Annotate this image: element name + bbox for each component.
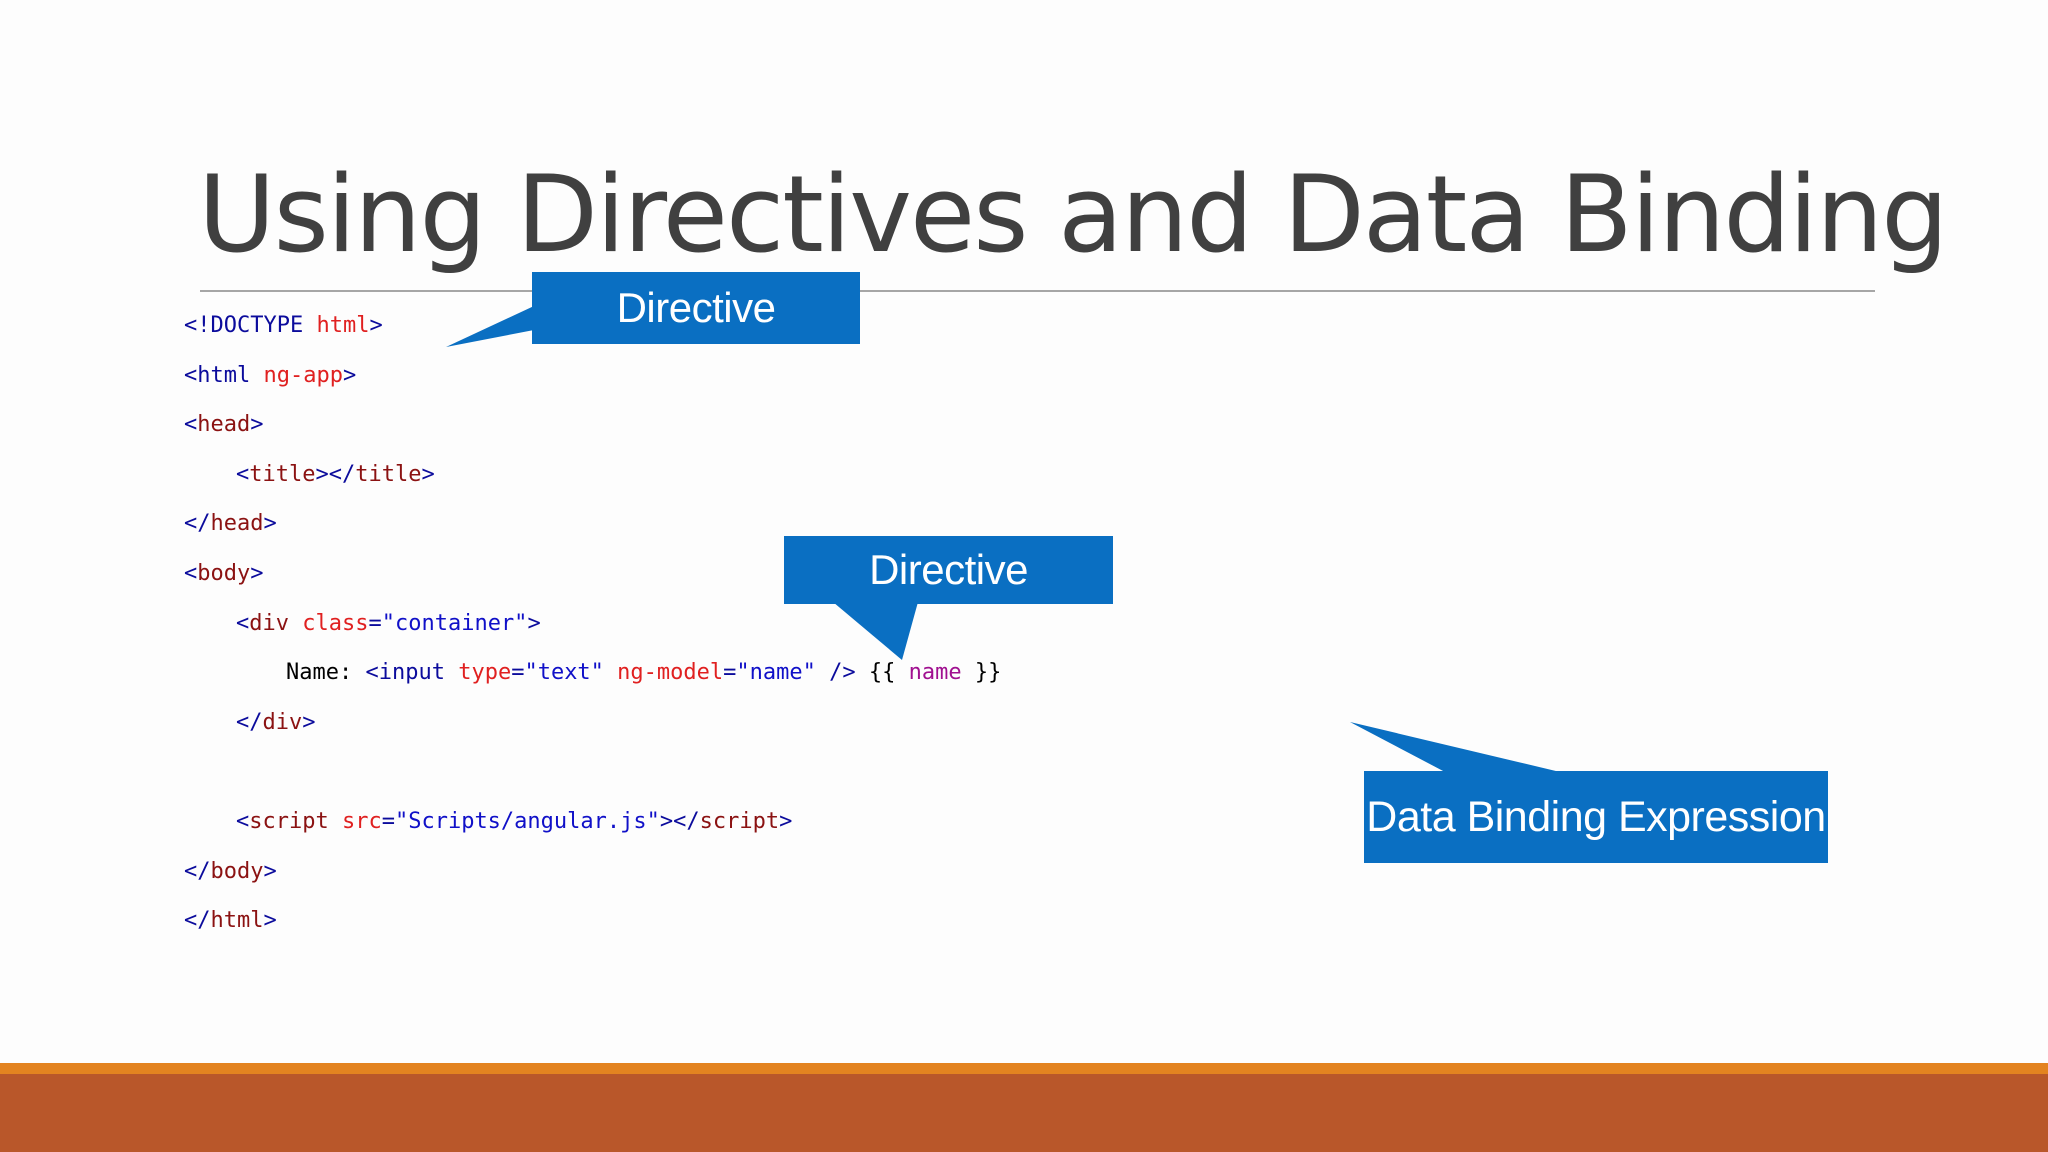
data-binding-pointer bbox=[1350, 722, 1560, 772]
code-line-html-close: </html> bbox=[184, 908, 277, 934]
footer-accent-stripe bbox=[0, 1063, 2048, 1074]
directive-callout-top: Directive bbox=[532, 272, 860, 344]
directive-callout-middle: Directive bbox=[784, 536, 1113, 604]
code-line-doctype: <!DOCTYPE html> bbox=[184, 313, 383, 338]
code-block: <!DOCTYPE html> <html ng-app> <head> <ti… bbox=[184, 301, 1084, 946]
directive-callout-middle-label: Directive bbox=[869, 546, 1028, 593]
code-line-div-open: <div class="container"> bbox=[236, 610, 541, 636]
code-line-body-close: </body> bbox=[184, 858, 277, 884]
footer-band bbox=[0, 1074, 2048, 1152]
directive-callout-top-label: Directive bbox=[616, 284, 776, 331]
slide-title: Using Directives and Data Binding bbox=[198, 153, 1949, 276]
directive-top-pointer bbox=[446, 306, 534, 347]
code-line-head-open: <head> bbox=[184, 412, 264, 438]
code-line-input: Name: <input type="text" ng-model="name"… bbox=[286, 660, 1002, 686]
code-line-body-open: <body> bbox=[184, 560, 264, 586]
code-line-title: <title></title> bbox=[236, 461, 435, 487]
data-binding-callout-label: Data Binding Expression bbox=[1366, 792, 1826, 841]
code-line-head-close: </head> bbox=[184, 511, 277, 537]
code-line-script: <script src="Scripts/angular.js"></scrip… bbox=[236, 808, 793, 834]
title-divider bbox=[200, 290, 1875, 292]
code-line-div-close: </div> bbox=[236, 709, 316, 735]
directive-mid-pointer bbox=[833, 602, 918, 660]
data-binding-callout: Data Binding Expression bbox=[1364, 771, 1828, 863]
code-line-html-open: <html ng-app> bbox=[184, 362, 357, 388]
binding-expression-name: name bbox=[908, 660, 962, 686]
